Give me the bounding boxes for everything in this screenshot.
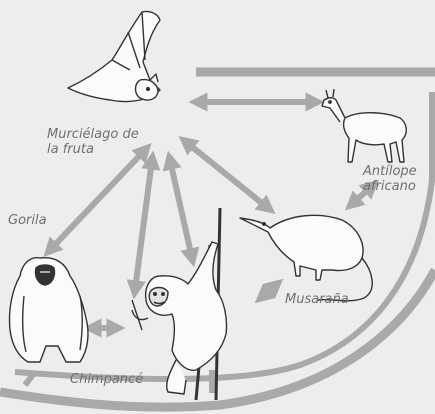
gorilla-label: Gorila bbox=[8, 213, 47, 228]
chimpanzee-label: Chimpancé bbox=[70, 372, 143, 387]
bat-label-line2: la fruta bbox=[47, 142, 139, 157]
antelope-label: Antílope africano bbox=[363, 164, 417, 194]
shrew-icon bbox=[240, 215, 372, 300]
bat-label-line1: Murciélago de bbox=[47, 127, 139, 142]
bat-label: Murciélago de la fruta bbox=[47, 127, 139, 157]
antelope-label-line1: Antílope bbox=[363, 164, 417, 179]
arrow-bat-chimp-right bbox=[170, 160, 192, 258]
antelope-label-line2: africano bbox=[363, 179, 417, 194]
gorilla-icon bbox=[9, 258, 88, 362]
fruit-bat-icon bbox=[68, 11, 160, 101]
arrow-bat-chimp-left bbox=[135, 160, 152, 290]
arrow-shrew-chimp bbox=[262, 285, 276, 297]
antelope-icon bbox=[322, 89, 406, 162]
shrew-label: Musaraña bbox=[285, 292, 349, 307]
arrow-bat-shrew bbox=[186, 142, 268, 208]
arrow-bat-gorilla bbox=[50, 150, 145, 250]
